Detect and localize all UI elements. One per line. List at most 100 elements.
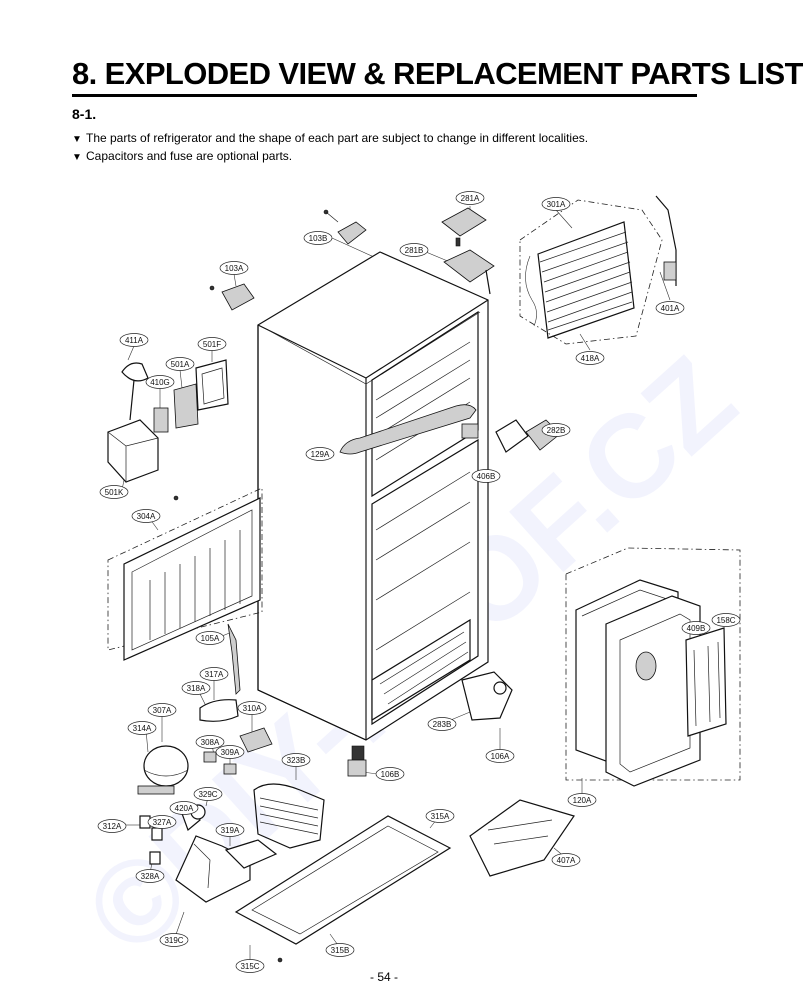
- svg-text:329C: 329C: [198, 790, 217, 799]
- svg-text:312A: 312A: [103, 822, 122, 831]
- svg-text:406B: 406B: [477, 472, 496, 481]
- callout: 301A: [541, 197, 571, 211]
- svg-text:319C: 319C: [164, 936, 183, 945]
- dispenser-assembly: [461, 419, 741, 877]
- callout: 410G: [145, 375, 175, 389]
- callout: 501F: [197, 337, 227, 351]
- svg-text:318A: 318A: [187, 684, 206, 693]
- svg-text:281A: 281A: [461, 194, 480, 203]
- callout: 103A: [219, 261, 249, 275]
- svg-text:319A: 319A: [221, 826, 240, 835]
- refrigerator-cabinet: [257, 251, 489, 777]
- svg-text:409B: 409B: [687, 624, 706, 633]
- callout: 129A: [305, 447, 335, 461]
- svg-text:103B: 103B: [309, 234, 328, 243]
- callout: 281A: [455, 191, 485, 205]
- svg-text:310A: 310A: [243, 704, 262, 713]
- svg-text:314A: 314A: [133, 724, 152, 733]
- svg-text:418A: 418A: [581, 354, 600, 363]
- callout: 406B: [471, 469, 501, 483]
- callout: 281B: [399, 243, 429, 257]
- svg-text:105A: 105A: [201, 634, 220, 643]
- callout: 106B: [375, 767, 405, 781]
- note-item: ▼ The parts of refrigerator and the shape…: [72, 130, 588, 148]
- callout: 106A: [485, 749, 515, 763]
- machine-compartment-parts: [137, 623, 452, 963]
- callout: 329C: [193, 787, 223, 801]
- callout: 328A: [135, 869, 165, 883]
- svg-text:410G: 410G: [150, 378, 170, 387]
- svg-text:401A: 401A: [661, 304, 680, 313]
- callout: 312A: [97, 819, 127, 833]
- callout: 315A: [425, 809, 455, 823]
- svg-text:301A: 301A: [547, 200, 566, 209]
- callout: 283B: [427, 717, 457, 731]
- note-text: The parts of refrigerator and the shape …: [86, 131, 589, 145]
- back-cover: [107, 487, 263, 661]
- page-number: - 54 -: [369, 970, 398, 984]
- svg-text:309A: 309A: [221, 748, 240, 757]
- callout: 282B: [541, 423, 571, 437]
- callout: 501A: [165, 357, 195, 371]
- callout: 318A: [181, 681, 211, 695]
- svg-text:327A: 327A: [153, 818, 172, 827]
- svg-text:317A: 317A: [205, 670, 224, 679]
- svg-text:282B: 282B: [547, 426, 566, 435]
- callout: 317A: [199, 667, 229, 681]
- callout: 304A: [131, 509, 161, 523]
- callout: 323B: [281, 753, 311, 767]
- svg-text:281B: 281B: [405, 246, 424, 255]
- callout: 309A: [215, 745, 245, 759]
- svg-text:304A: 304A: [137, 512, 156, 521]
- svg-text:106A: 106A: [491, 752, 510, 761]
- svg-text:129A: 129A: [311, 450, 330, 459]
- section-number: 8-1.: [72, 106, 97, 122]
- callout: 158C: [711, 613, 741, 627]
- triangle-bullet-icon: ▼: [72, 152, 82, 163]
- svg-text:323B: 323B: [287, 756, 306, 765]
- callout: 103B: [303, 231, 333, 245]
- callout: 420A: [169, 801, 199, 815]
- svg-text:120A: 120A: [573, 796, 592, 805]
- exploded-view-diagram: 103B 281A 301A 281B 103A 401A 418A 411A …: [97, 191, 741, 973]
- svg-text:420A: 420A: [175, 804, 194, 813]
- svg-text:411A: 411A: [125, 336, 144, 345]
- callout: 314A: [127, 721, 157, 735]
- svg-text:328A: 328A: [141, 872, 160, 881]
- svg-text:501F: 501F: [203, 340, 221, 349]
- callout: 315B: [325, 943, 355, 957]
- callout: 401A: [655, 301, 685, 315]
- svg-text:106B: 106B: [381, 770, 400, 779]
- callout: 418A: [575, 351, 605, 365]
- electrical-parts: [107, 359, 229, 483]
- svg-text:501A: 501A: [171, 360, 190, 369]
- page-title: 8. EXPLODED VIEW & REPLACEMENT PARTS LIS…: [72, 56, 803, 91]
- note-text: Capacitors and fuse are optional parts.: [86, 149, 293, 163]
- callout: 327A: [147, 815, 177, 829]
- note-item: ▼ Capacitors and fuse are optional parts.: [72, 148, 588, 166]
- svg-text:501K: 501K: [105, 488, 124, 497]
- triangle-bullet-icon: ▼: [72, 134, 82, 145]
- callout: 307A: [147, 703, 177, 717]
- svg-text:158C: 158C: [716, 616, 735, 625]
- svg-text:283B: 283B: [433, 720, 452, 729]
- callout: 120A: [567, 793, 597, 807]
- callout: 319A: [215, 823, 245, 837]
- top-hinge-parts: [209, 207, 495, 311]
- svg-text:307A: 307A: [153, 706, 172, 715]
- svg-text:103A: 103A: [225, 264, 244, 273]
- callout: 411A: [119, 333, 149, 347]
- callout: 315C: [235, 959, 265, 973]
- svg-text:315A: 315A: [431, 812, 450, 821]
- notes-list: ▼ The parts of refrigerator and the shape…: [72, 130, 588, 166]
- callout: 308A: [195, 735, 225, 749]
- title-underline: [72, 94, 697, 97]
- callout: 319C: [159, 933, 189, 947]
- callout: 409B: [681, 621, 711, 635]
- evaporator-coil: [519, 195, 677, 345]
- callout: 407A: [551, 853, 581, 867]
- svg-text:315B: 315B: [331, 946, 350, 955]
- callout: 501K: [99, 485, 129, 499]
- svg-text:407A: 407A: [557, 856, 576, 865]
- svg-text:315C: 315C: [240, 962, 259, 971]
